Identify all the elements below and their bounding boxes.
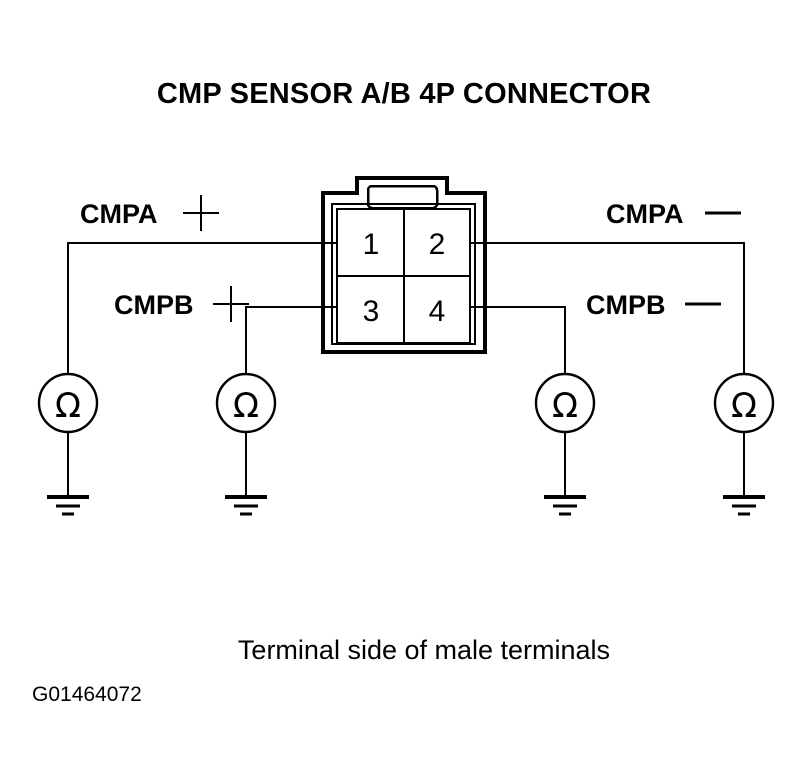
label-cmpb-plus: CMPB	[114, 286, 249, 322]
label-cmpb-minus: CMPB	[586, 290, 721, 320]
diagram-title: CMP SENSOR A/B 4P CONNECTOR	[157, 78, 651, 110]
label-cmpa-plus-text: CMPA	[80, 199, 158, 229]
meter-cmpa-minus: Ω	[713, 372, 775, 497]
wire-cmpa-plus	[66, 241, 337, 375]
ground-cmpb-plus	[225, 495, 267, 516]
ohm-icon: Ω	[233, 386, 259, 426]
label-cmpa-minus: CMPA	[606, 199, 741, 229]
terminal-number-3: 3	[363, 295, 380, 328]
wire-cmpa-minus	[470, 241, 746, 375]
connector-housing	[321, 176, 487, 354]
terminal-number-1: 1	[363, 228, 380, 261]
diagram-caption: Terminal side of male terminals	[238, 635, 610, 665]
label-cmpa-plus: CMPA	[80, 195, 219, 231]
terminal-number-4: 4	[429, 295, 446, 328]
meter-cmpb-plus: Ω	[215, 372, 277, 497]
plus-icon-cmpb	[213, 286, 249, 322]
plus-icon-cmpa	[183, 195, 219, 231]
ohm-icon: Ω	[731, 386, 757, 426]
wire-cmpb-minus	[470, 305, 567, 375]
ohm-icon: Ω	[55, 386, 81, 426]
label-cmpb-plus-text: CMPB	[114, 290, 194, 320]
ground-cmpa-minus	[723, 495, 765, 516]
ground-cmpb-minus	[544, 495, 586, 516]
meter-cmpa-plus: Ω	[37, 372, 99, 497]
label-cmpa-minus-text: CMPA	[606, 199, 684, 229]
label-cmpb-minus-text: CMPB	[586, 290, 666, 320]
meter-cmpb-minus: Ω	[534, 372, 596, 497]
reference-code: G01464072	[32, 683, 142, 706]
wire-cmpb-plus	[244, 305, 337, 375]
ground-cmpa-plus	[47, 495, 89, 516]
ohm-icon: Ω	[552, 386, 578, 426]
terminal-number-2: 2	[429, 228, 446, 261]
connector-outer-shell	[321, 176, 487, 354]
